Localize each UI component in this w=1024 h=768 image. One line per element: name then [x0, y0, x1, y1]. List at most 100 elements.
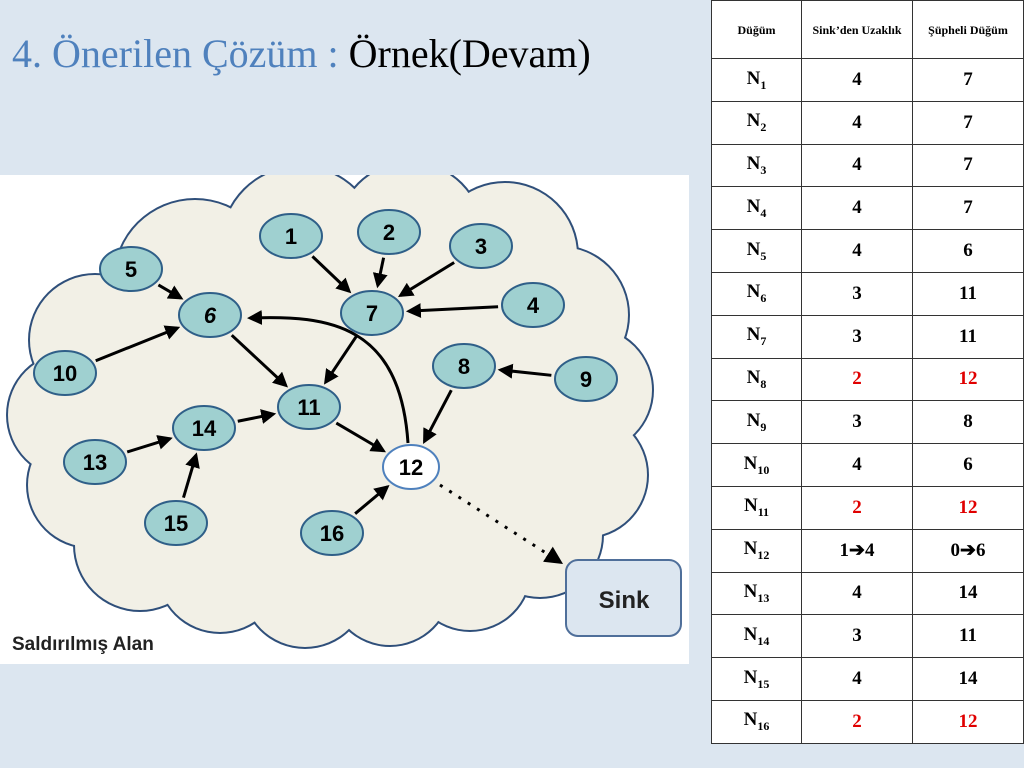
node-9-shape	[554, 356, 618, 402]
node-2-shape	[357, 209, 421, 255]
node-5-shape	[99, 246, 163, 292]
title-part-2: Örnek(Devam)	[348, 31, 591, 76]
node-2-label: 2	[383, 220, 395, 245]
node-subscript: 3	[760, 162, 767, 177]
cell-suspect: 7	[912, 143, 1024, 188]
cell-suspect: 14	[912, 657, 1024, 701]
node-3-label: 3	[475, 234, 487, 259]
node-10: 10	[33, 350, 97, 396]
node-subscript: 10	[757, 462, 770, 477]
sink-box	[565, 559, 682, 637]
cell-distance: 4	[801, 186, 913, 231]
cell-suspect: 6	[912, 229, 1024, 273]
node-14-label: 14	[192, 416, 217, 441]
cell-suspect: 7	[912, 58, 1024, 102]
edge-16-to-12	[354, 484, 390, 515]
cell-distance: 4	[801, 443, 913, 487]
node-6-shape	[178, 292, 242, 338]
edge-9-to-8	[497, 363, 552, 379]
cell-suspect: 11	[912, 614, 1024, 659]
node-letter: N	[746, 195, 761, 217]
node-5-label: 5	[125, 257, 137, 282]
node-8-shape	[432, 343, 496, 389]
edge-12-to-sink	[439, 483, 564, 564]
node-14: 14	[172, 405, 236, 451]
cell-suspect: 12	[912, 485, 1024, 530]
cell-node: N1	[711, 58, 802, 102]
node-letter: N	[746, 367, 761, 389]
node-13-shape	[63, 439, 127, 485]
node-letter: N	[746, 409, 761, 431]
cell-suspect: 8	[912, 400, 1024, 445]
edge-6-to-11	[230, 334, 288, 388]
cell-distance: 4	[801, 143, 913, 188]
cell-suspect: 0➔6	[912, 528, 1024, 573]
header-distance: Sink’den Uzaklık	[801, 0, 913, 59]
node-10-shape	[33, 350, 97, 396]
node-5: 5	[99, 246, 163, 292]
cell-suspect: 11	[912, 314, 1024, 359]
node-letter: N	[746, 110, 761, 132]
header-node: Düğüm	[711, 0, 802, 59]
node-letter: N	[746, 67, 761, 89]
cell-suspect: 7	[912, 186, 1024, 231]
cell-distance: 2	[801, 699, 913, 744]
node-subscript: 2	[760, 120, 767, 135]
cell-node: N2	[711, 100, 802, 145]
node-16-label: 16	[320, 521, 344, 546]
node-15: 15	[144, 500, 208, 546]
node-subscript: 5	[760, 248, 767, 263]
node-subscript: 14	[757, 633, 770, 648]
node-11: 11	[277, 384, 341, 430]
edge-4-to-7	[405, 303, 499, 319]
cell-distance: 3	[801, 614, 913, 659]
cell-suspect: 6	[912, 443, 1024, 487]
edge-13-to-14	[126, 435, 173, 454]
node-1: 1	[259, 213, 323, 259]
node-1-shape	[259, 213, 323, 259]
node-letter: N	[746, 324, 761, 346]
cell-node: N3	[711, 143, 802, 188]
node-letter: N	[746, 238, 761, 260]
edges	[95, 255, 564, 564]
node-12-shape	[382, 444, 440, 490]
node-4-label: 4	[527, 293, 540, 318]
node-letter: N	[743, 623, 758, 645]
cell-distance: 3	[801, 314, 913, 359]
edge-10-to-6	[95, 325, 181, 363]
cell-node: N6	[711, 271, 802, 316]
edge-8-to-12	[423, 389, 453, 445]
cell-distance: 2	[801, 357, 913, 402]
node-subscript: 9	[760, 419, 767, 434]
cell-node: N10	[711, 443, 802, 487]
node-3: 3	[449, 223, 513, 269]
node-1-label: 1	[285, 224, 297, 249]
cell-distance: 4	[801, 58, 913, 102]
node-letter: N	[743, 709, 758, 731]
table-header-row: Düğüm Sink’den Uzaklık Şüpheli Düğüm	[711, 0, 1024, 59]
cell-node: N14	[711, 614, 802, 659]
edge-12-to-6	[247, 310, 410, 444]
node-6: 6	[178, 292, 242, 338]
edge-1-to-7	[311, 255, 352, 294]
node-8: 8	[432, 343, 496, 389]
edge-11-to-12	[335, 421, 386, 453]
cell-node: N5	[711, 229, 802, 273]
node-letter: N	[746, 281, 761, 303]
page-title: 4. Önerilen Çözüm : Örnek(Devam)	[12, 30, 591, 78]
cell-node: N8	[711, 357, 802, 402]
node-15-shape	[144, 500, 208, 546]
